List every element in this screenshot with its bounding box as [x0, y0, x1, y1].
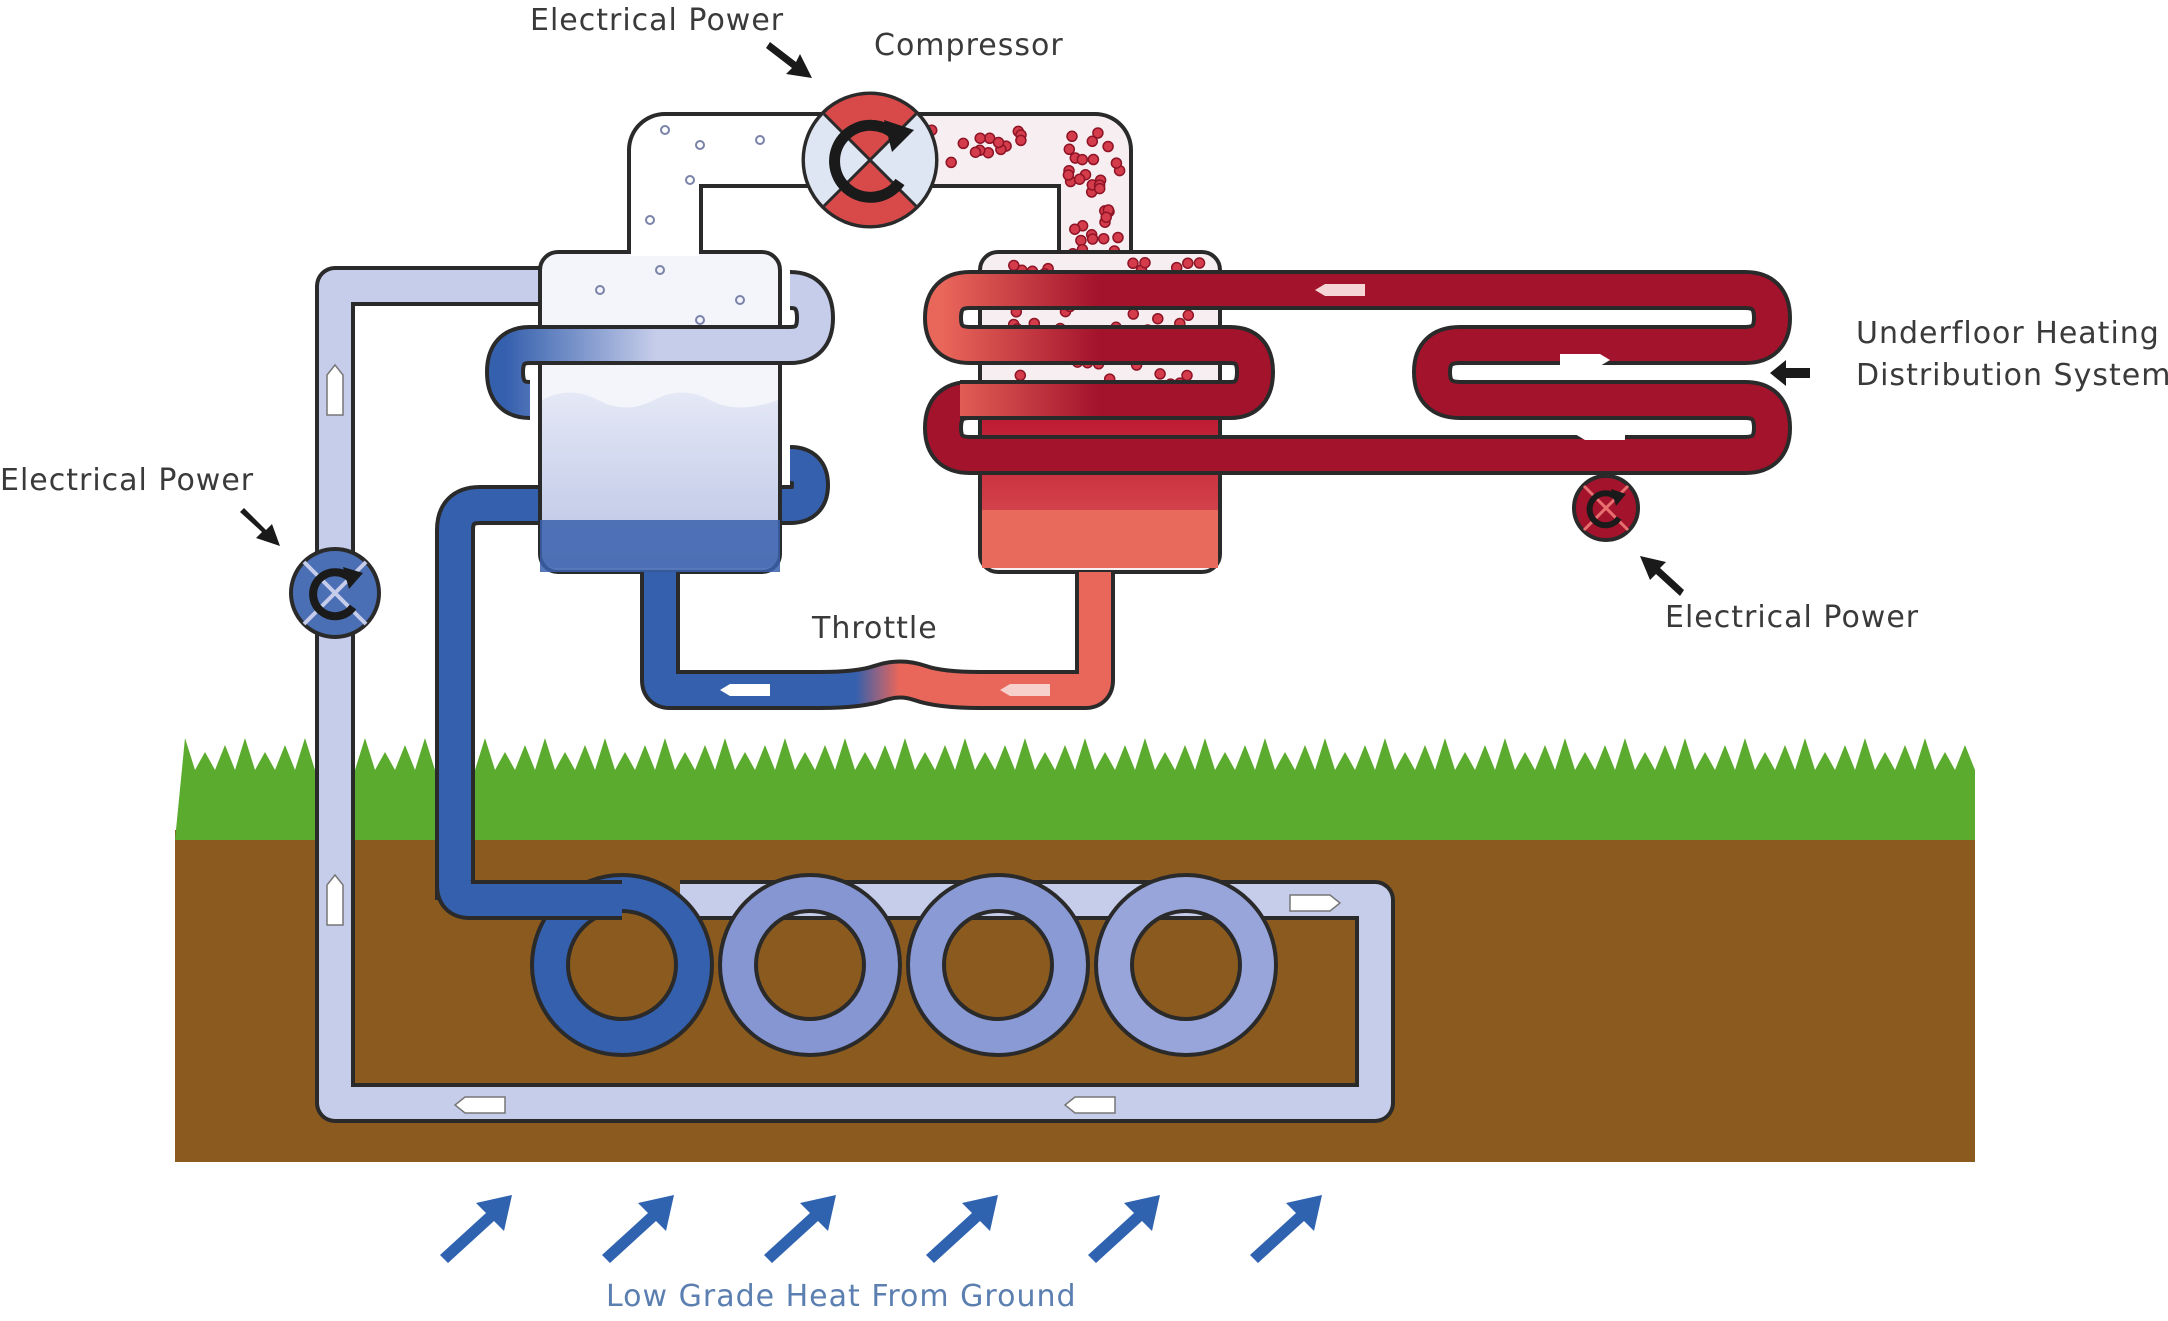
- high-pressure-vapour-pipe: [880, 112, 1133, 260]
- refrigerant-dot: [1086, 135, 1099, 148]
- refrigerant-dot: [1182, 309, 1195, 322]
- refrigerant-dot: [1073, 173, 1086, 185]
- flow-arrow-icon: [453, 1096, 506, 1114]
- up-right-arrow-icon: [926, 1195, 998, 1263]
- refrigerant-dot: [1182, 257, 1194, 269]
- flow-arrow-icon: [1575, 428, 1625, 440]
- flow-arrow-icon: [1300, 500, 1350, 512]
- refrigerant-dot: [945, 156, 957, 169]
- refrigerant-dot: [1139, 256, 1151, 269]
- refrigerant-dot: [974, 132, 986, 144]
- low-pressure-vapour-pipe: [627, 112, 860, 256]
- refrigerant-dot: [1087, 153, 1100, 166]
- refrigerant-dot: [1086, 233, 1099, 245]
- pump-icon: [289, 547, 381, 639]
- label-compressor: Compressor: [874, 28, 1064, 63]
- refrigerant-dot: [1127, 257, 1139, 270]
- callout-arrows: [240, 42, 1810, 596]
- throttle-line: [640, 572, 1115, 710]
- refrigerant-dot: [1076, 153, 1089, 166]
- refrigerant-dot: [1193, 257, 1206, 269]
- label-power-ground-pump: Electrical Power: [0, 463, 254, 498]
- grass: [175, 738, 1975, 840]
- compressor-icon: [801, 91, 939, 229]
- label-throttle: Throttle: [811, 611, 938, 646]
- refrigerant-dot: [1100, 211, 1112, 223]
- refrigerant-dot: [1110, 157, 1123, 169]
- label-underfloor-1: Underfloor Heating: [1856, 316, 2160, 351]
- up-left-arrow-icon: [1640, 556, 1684, 596]
- up-right-arrow-icon: [1088, 1195, 1160, 1263]
- ground-loop: [315, 266, 1395, 1123]
- refrigerant-dot: [1062, 169, 1075, 181]
- label-ground-heat: Low Grade Heat From Ground: [606, 1279, 1077, 1314]
- refrigerant-dot: [1097, 232, 1110, 245]
- refrigerant-dot: [1015, 134, 1027, 147]
- down-right-arrow-icon: [240, 508, 280, 546]
- refrigerant-dot: [1154, 368, 1166, 380]
- heat-arrows: [440, 1195, 1322, 1263]
- up-right-arrow-icon: [602, 1195, 674, 1263]
- evaporator: [484, 250, 836, 574]
- refrigerant-dot: [992, 136, 1005, 149]
- flow-arrow-icon: [326, 873, 344, 926]
- refrigerant-dot: [969, 146, 982, 158]
- up-right-arrow-icon: [764, 1195, 836, 1263]
- pump-icon: [1572, 474, 1640, 542]
- up-right-arrow-icon: [1250, 1195, 1322, 1263]
- refrigerant-dot: [1152, 312, 1164, 325]
- refrigerant-dot: [1008, 259, 1020, 272]
- refrigerant-dot: [1092, 127, 1104, 139]
- refrigerant-dot: [1063, 143, 1076, 156]
- flow-arrow-icon: [1289, 894, 1342, 912]
- refrigerant-dot: [1069, 223, 1081, 235]
- flow-arrow-icon: [720, 684, 770, 696]
- refrigerant-dot: [1093, 182, 1106, 195]
- ground-coils: [530, 873, 1278, 1057]
- refrigerant-dot: [1112, 231, 1124, 244]
- label-power-compressor: Electrical Power: [530, 3, 784, 38]
- refrigerant-dot: [1075, 234, 1087, 247]
- flow-arrow-icon: [1000, 684, 1050, 696]
- refrigerant-dot: [957, 137, 970, 150]
- label-underfloor-2: Distribution System: [1856, 358, 2168, 393]
- labels: Electrical Power Compressor Electrical P…: [0, 3, 2168, 1314]
- flow-arrow-icon: [1315, 284, 1365, 296]
- refrigerant-dot: [1014, 369, 1027, 382]
- underfloor-heating-loop: [923, 270, 1792, 512]
- label-power-floor-pump: Electrical Power: [1665, 600, 1919, 635]
- left-arrow-icon: [1770, 360, 1810, 386]
- flow-arrow-icon: [1560, 354, 1610, 366]
- up-right-arrow-icon: [440, 1195, 512, 1263]
- down-right-arrow-icon: [766, 42, 812, 78]
- flow-arrow-icon: [1063, 1096, 1116, 1114]
- flow-arrow-icon: [326, 363, 344, 416]
- refrigerant-dot: [1127, 308, 1140, 320]
- refrigerant-dot: [1066, 130, 1078, 143]
- refrigerant-dot: [1102, 140, 1114, 153]
